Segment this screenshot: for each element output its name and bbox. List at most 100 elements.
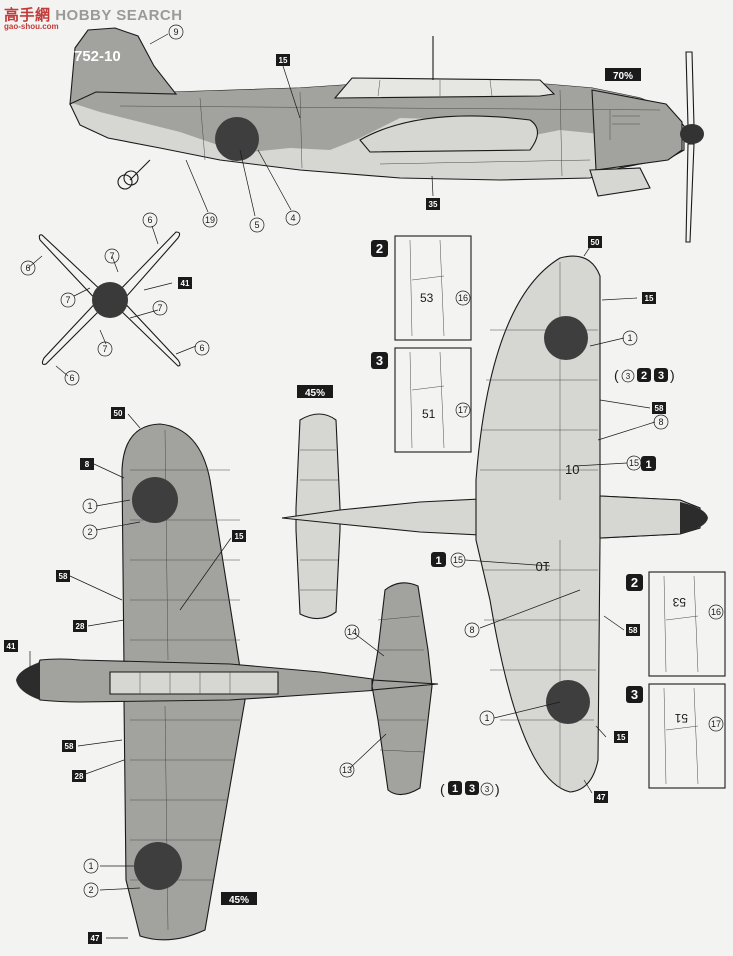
callout-group-upper: ( 3 2 3 ) [614,367,675,383]
inset-2-top: 53 [394,235,472,341]
inset-label-3a: 3 [371,352,388,369]
svg-text:6: 6 [25,263,30,273]
inset-label-3b: 3 [626,686,643,703]
svg-text:6: 6 [147,215,152,225]
svg-text:28: 28 [76,622,85,631]
bottom-wing [475,255,601,793]
top-rudder [371,679,439,691]
callout-1d: 1 [83,858,99,874]
svg-text:3: 3 [626,372,631,381]
box-8: 8 [80,458,94,470]
svg-text:1: 1 [87,501,92,511]
callouts-circled: 9 5 4 19 6 6 6 6 7 7 7 7 16 17 16 17 1 8… [20,24,724,898]
svg-text:70%: 70% [613,71,633,82]
callout-5: 5 [249,217,265,233]
bottom-hinomaru-upper [544,316,588,360]
top-spinner [16,662,40,700]
callout-group-lower: ( 1 3 3 ) [440,781,500,797]
callout-15b: 15 [450,552,466,568]
callout-7a: 7 [104,248,120,264]
inset-label-2b: 2 [626,574,643,591]
inset-3-bottom-code: 51 [674,711,688,725]
svg-text:1: 1 [627,333,632,343]
callout-1b: 1 [479,710,495,726]
svg-text:8: 8 [658,417,663,427]
callout-17a: 17 [455,402,471,418]
side-cowling [591,89,683,171]
box-58d: 58 [62,740,76,752]
inset-3-top-code: 51 [422,407,436,421]
label-1-badge-a: 1 [641,456,656,471]
svg-text:9: 9 [173,27,178,37]
callout-7b: 7 [60,292,76,308]
svg-text:3: 3 [469,783,475,795]
box-41b: 41 [4,640,18,652]
callout-15a: 15 [626,455,642,471]
svg-text:14: 14 [347,627,357,637]
svg-text:7: 7 [157,303,162,313]
box-15d: 15 [232,530,246,542]
svg-text:1: 1 [452,783,458,795]
box-41a: 41 [178,277,192,289]
bottom-spinner [680,502,708,534]
svg-text:(: ( [440,781,445,797]
svg-text:19: 19 [205,215,215,225]
top-hinomaru-upper [132,477,178,523]
callout-16a: 16 [455,290,471,306]
callout-1a: 1 [622,330,638,346]
leader-lines [27,33,656,939]
svg-text:15: 15 [235,532,244,541]
svg-text:15: 15 [279,56,288,65]
svg-text:5: 5 [254,220,259,230]
svg-text:3: 3 [631,687,638,702]
side-propeller [680,51,704,243]
callout-9: 9 [168,24,184,40]
svg-text:7: 7 [109,251,114,261]
box-58c: 58 [56,570,70,582]
svg-text:13: 13 [342,765,352,775]
svg-text:58: 58 [59,572,68,581]
svg-text:58: 58 [629,626,638,635]
svg-text:41: 41 [7,642,16,651]
inset-2-top-code: 53 [420,291,434,305]
callout-6b: 6 [20,260,36,276]
svg-text:45%: 45% [229,895,249,906]
bottom-hinomaru-lower [546,680,590,724]
box-15c: 15 [614,731,628,743]
svg-text:3: 3 [485,785,490,794]
top-hinomaru-lower [134,842,182,890]
svg-text:4: 4 [290,213,295,223]
inset-3-bottom: 51 [648,683,726,789]
svg-text:): ) [670,367,675,383]
svg-text:1: 1 [645,459,651,471]
svg-text:50: 50 [114,409,123,418]
svg-text:45%: 45% [305,388,325,399]
callout-4: 4 [285,210,301,226]
label-1-badge-b: 1 [431,552,446,567]
scale-badge-side: 70% [605,68,641,82]
svg-text:17: 17 [711,719,721,729]
box-47b: 47 [88,932,102,944]
side-chin-intake [589,167,651,197]
callout-7c: 7 [152,300,168,316]
box-50a: 50 [588,236,602,248]
side-hinomaru [215,117,259,161]
box-28b: 28 [72,770,86,782]
callout-8a: 8 [653,414,669,430]
svg-text:1: 1 [484,713,489,723]
svg-text:6: 6 [69,373,74,383]
svg-text:1: 1 [435,555,441,567]
svg-text:3: 3 [376,353,383,368]
callout-2b: 2 [83,882,99,898]
svg-text:58: 58 [655,404,664,413]
svg-text:41: 41 [181,279,190,288]
box-58b: 58 [626,624,640,636]
side-vertical-tail [69,27,178,105]
side-canopy [333,77,556,99]
svg-text:2: 2 [88,885,93,895]
callout-16b: 16 [708,604,724,620]
box-58a: 58 [652,402,666,414]
svg-text:8: 8 [469,625,474,635]
